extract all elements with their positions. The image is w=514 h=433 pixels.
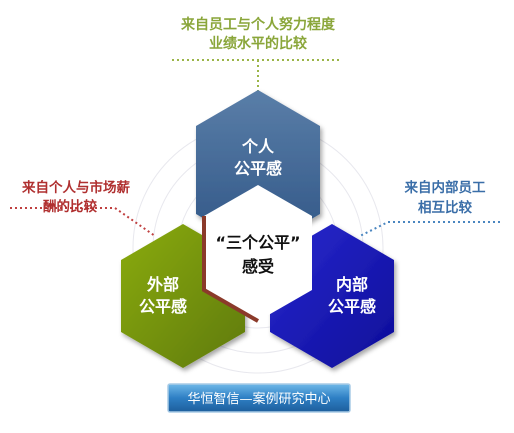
left-connector: [10, 207, 156, 237]
left-hexagon-line1: 外部: [146, 275, 179, 294]
top-annotation-line2: 业绩水平的比较: [209, 35, 307, 52]
right-annotation-line1: 来自内部员工: [404, 179, 486, 196]
left-annotation-line2: 酬的比较: [43, 198, 97, 215]
right-hexagon-line1: 内部: [336, 275, 368, 294]
footer-label: 华恒智信—案例研究中心: [187, 392, 330, 407]
top-annotation-line1: 来自员工与个人努力程度: [180, 16, 336, 33]
center-hexagon: [204, 185, 312, 321]
left-annotation-line1: 来自个人与市场薪: [21, 179, 130, 196]
footer-badge: 华恒智信—案例研究中心: [167, 383, 351, 413]
center-hexagon-line1: “三个公平”: [215, 233, 300, 252]
top-hexagon-line1: 个人: [241, 137, 275, 156]
right-annotation-line2: 相互比较: [418, 199, 472, 216]
top-hexagon-line2: 公平感: [234, 159, 282, 178]
center-left-border: [202, 216, 259, 323]
right-hexagon-line2: 公平感: [328, 297, 376, 316]
right-connector: [359, 221, 500, 237]
left-hexagon-line2: 公平感: [139, 297, 187, 316]
center-hexagon-line2: 感受: [242, 257, 274, 276]
